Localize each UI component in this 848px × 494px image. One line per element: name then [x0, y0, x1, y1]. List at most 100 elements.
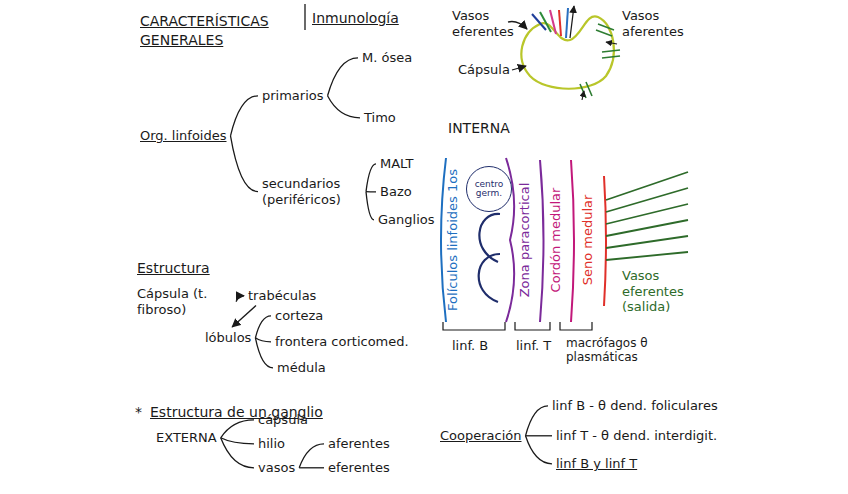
tree-node: linf T - θ dend. interdigit.	[556, 428, 717, 444]
branch-line	[231, 136, 259, 192]
tree-node: hilio	[258, 436, 285, 452]
branch-line	[255, 338, 271, 342]
node-text: M. ósea	[362, 50, 412, 65]
branch-line	[299, 467, 324, 468]
text-label: INTERNA	[448, 120, 510, 137]
tree-node: Bazo	[380, 184, 412, 200]
node-text: médula	[277, 360, 326, 375]
tree-node: trabéculas	[248, 288, 316, 304]
band-label: Zona paracortical	[517, 183, 533, 298]
drawing-stroke	[479, 254, 500, 302]
branch-line	[526, 435, 553, 436]
node-text: Cooperación	[440, 428, 522, 443]
text-label: macrófagos θ plasmáticas	[566, 336, 666, 365]
drawing-stroke	[559, 10, 561, 36]
node-text: frontera corticomed.	[275, 334, 409, 349]
node-text: linf B y linf T	[556, 456, 637, 471]
node-text: EXTERNA	[156, 430, 217, 445]
node-text: Cápsula (t. fibroso)	[137, 286, 207, 317]
band-label: Seno medular	[580, 195, 596, 286]
drawing-stroke	[606, 236, 688, 248]
branch-line	[366, 164, 376, 192]
drawing-stroke	[604, 176, 606, 306]
tree-node: Cápsula (t. fibroso)	[137, 286, 232, 317]
node-text: trabéculas	[248, 288, 316, 303]
drawing-stroke	[540, 12, 551, 32]
title: CARACTERÍSTICAS GENERALES	[140, 12, 300, 50]
tree-node: Timo	[364, 110, 396, 126]
tree-node: MALT	[380, 156, 414, 172]
branch-line	[328, 96, 360, 118]
drawing-stroke	[606, 204, 688, 224]
drawing-stroke	[602, 50, 620, 58]
node-text: MALT	[380, 156, 414, 171]
node-text: hilio	[258, 436, 285, 451]
node-text: primarios	[262, 88, 324, 103]
branch-line	[328, 58, 358, 96]
text-label: Vasos aferentes	[622, 8, 684, 39]
branch-line	[255, 316, 271, 338]
arrow	[236, 296, 244, 302]
node-text: Org. linfoides	[140, 128, 227, 143]
node-text: corteza	[275, 308, 323, 323]
node-text: centro germ.	[472, 180, 506, 199]
branch-line	[366, 192, 374, 220]
germinal-center-circle: centro germ.	[466, 166, 512, 212]
tree-node: primarios	[262, 88, 324, 104]
branch-line	[231, 96, 259, 136]
node-text: lóbulos	[205, 330, 251, 345]
drawing-stroke	[540, 160, 544, 322]
tree-node: eferentes	[328, 460, 390, 476]
node-text: vasos	[258, 460, 295, 475]
tree-node: Cooperación	[440, 428, 522, 444]
branch-line	[526, 406, 549, 436]
node-text: aferentes	[328, 436, 390, 451]
text-label: linf. B	[452, 338, 488, 354]
branch-line	[366, 191, 376, 193]
drawing-stroke	[606, 252, 688, 260]
drawing-stroke	[566, 8, 568, 38]
branch-line	[255, 338, 273, 368]
drawing-stroke	[606, 220, 688, 236]
tree-node: linf B y linf T	[556, 456, 637, 472]
text-label: Inmunología	[312, 10, 399, 27]
node-text: Timo	[364, 110, 396, 125]
branch-line	[221, 420, 254, 438]
text-label: linf. T	[516, 338, 551, 354]
drawing-stroke	[304, 4, 305, 30]
band-label: Cordón medular	[548, 188, 564, 293]
band-label: Folículos linfoides 1os	[445, 169, 461, 311]
tree-node: lóbulos	[205, 330, 251, 346]
drawing-stroke	[570, 6, 574, 38]
drawing-stroke	[606, 188, 688, 212]
node-text: linf T - θ dend. interdigit.	[556, 428, 717, 443]
drawing-stroke	[560, 322, 592, 330]
drawing-stroke	[532, 14, 546, 30]
text-label: Estructura de un ganglio	[150, 404, 323, 421]
tree-node: médula	[277, 360, 326, 376]
tree-node: Org. linfoides	[140, 128, 227, 144]
drawing-stroke	[506, 158, 514, 322]
text-label: Cápsula	[458, 62, 510, 78]
drawing-stroke	[515, 322, 550, 330]
node-text: Ganglios	[378, 212, 434, 227]
branch-line	[221, 438, 254, 468]
branch-line	[299, 444, 324, 468]
tree-node: frontera corticomed.	[275, 334, 409, 350]
drawing-stroke	[580, 82, 592, 98]
tree-node: linf B - θ dend. foliculares	[552, 398, 718, 414]
text-label: *	[135, 404, 142, 421]
drawing-stroke	[596, 24, 614, 36]
node-text: eferentes	[328, 460, 390, 475]
drawing-stroke	[512, 66, 526, 70]
node-text: secundarios (periféricos)	[262, 176, 341, 207]
tree-node: vasos	[258, 460, 295, 476]
tree-node: secundarios (periféricos)	[262, 176, 362, 207]
branch-line	[526, 436, 553, 464]
drawing-stroke	[571, 160, 574, 322]
drawing-stroke	[443, 322, 505, 330]
arrow	[232, 306, 256, 327]
tree-node: Ganglios	[378, 212, 434, 228]
